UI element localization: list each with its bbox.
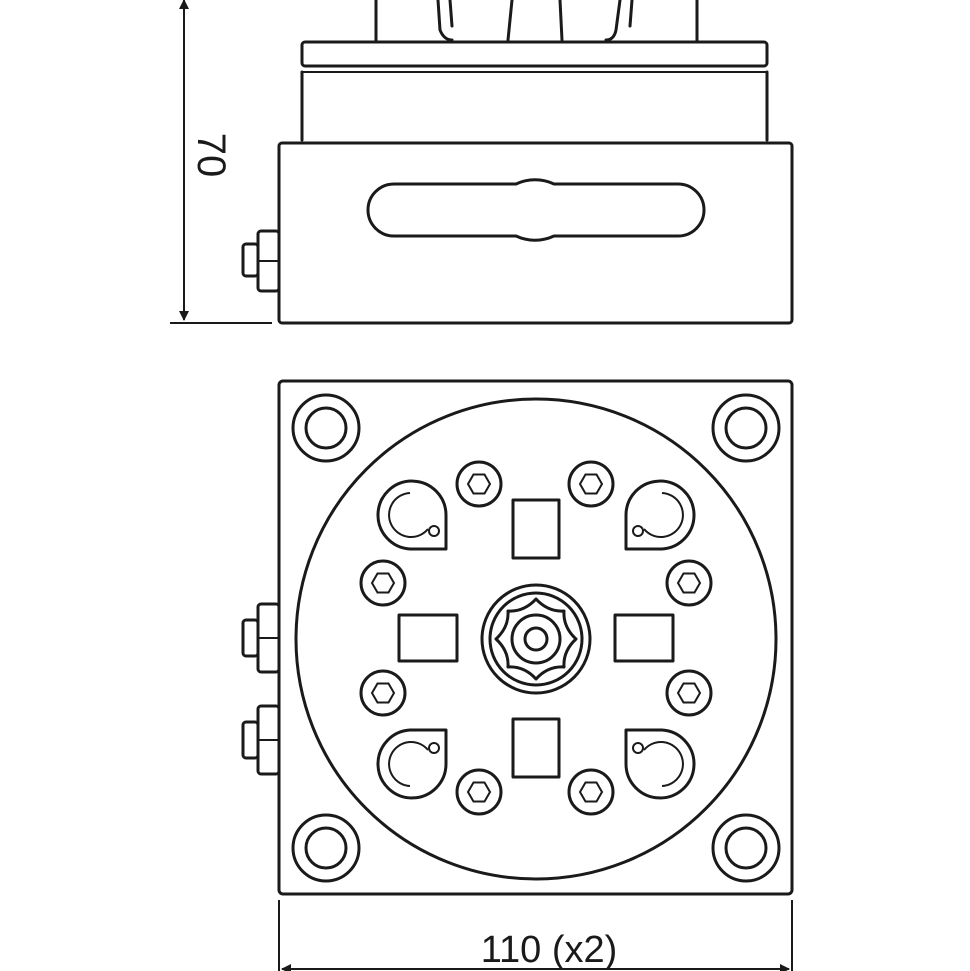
side-fitting	[241, 602, 281, 674]
locating-pin	[624, 479, 696, 551]
side-fitting	[241, 704, 281, 776]
corner-hole	[291, 813, 361, 883]
base-plate	[277, 379, 794, 896]
corner-hole	[291, 393, 361, 463]
height-dimension: 70	[170, 0, 272, 324]
top-view: 110 (x2)	[241, 379, 794, 971]
keyhole-slot	[366, 178, 706, 242]
upper-flange	[300, 40, 769, 68]
hex-screw	[665, 669, 713, 717]
side-fitting-top	[241, 229, 281, 293]
height-dimension-label: 70	[189, 133, 233, 178]
width-dimension-label: 110 (x2)	[481, 929, 618, 971]
square-pocket	[397, 613, 459, 663]
main-disc	[294, 397, 778, 881]
side-view: 70	[170, 0, 794, 325]
hex-screw	[567, 768, 615, 816]
hex-screw	[665, 559, 713, 607]
center-chuck	[480, 583, 592, 695]
top-connector	[374, 0, 699, 44]
corner-hole	[711, 393, 781, 463]
width-dimension: 110 (x2)	[278, 900, 793, 971]
lower-body	[277, 141, 794, 325]
hex-screw	[455, 460, 503, 508]
corner-hole	[711, 813, 781, 883]
hex-screw	[359, 669, 407, 717]
hex-screw	[359, 559, 407, 607]
square-pocket	[511, 498, 561, 560]
hex-screw	[567, 460, 615, 508]
square-pocket	[511, 717, 561, 779]
hex-screw	[455, 768, 503, 816]
middle-body	[300, 70, 769, 142]
locating-pin	[376, 728, 448, 800]
locating-pin	[624, 728, 696, 800]
square-pocket	[613, 613, 675, 663]
locating-pin	[376, 479, 448, 551]
